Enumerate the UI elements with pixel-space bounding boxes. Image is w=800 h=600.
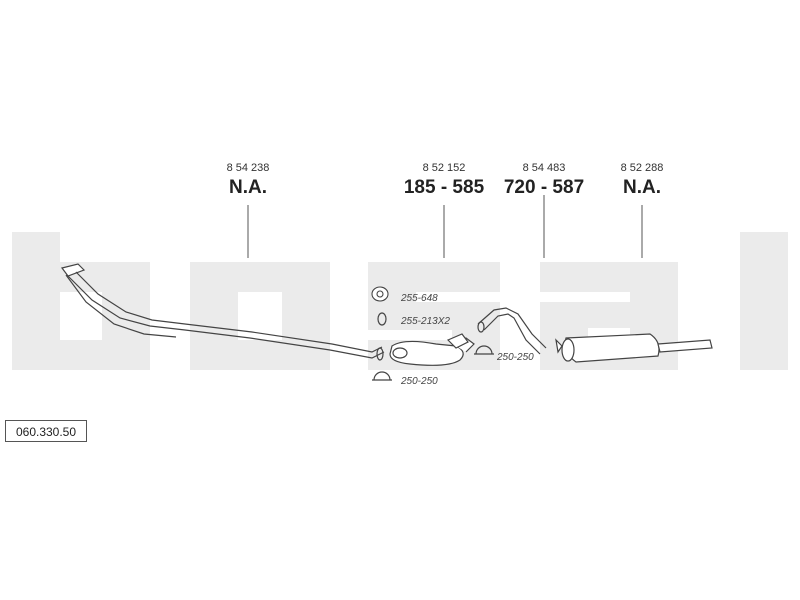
gasket-icon xyxy=(371,286,389,302)
callout-ref-4: 8 52 288 xyxy=(621,162,664,174)
callout-ref-2: 8 52 152 xyxy=(423,162,466,174)
catalog-number: 060.330.50 xyxy=(5,420,87,442)
part-label-250-250-lower: 250-250 xyxy=(400,376,438,387)
leader-lines xyxy=(247,195,643,258)
clamp-icon-right xyxy=(474,345,494,355)
clamp-icon-lower xyxy=(372,371,392,381)
part-label-255-648: 255-648 xyxy=(400,293,438,304)
callout-ref-3: 8 54 483 xyxy=(523,162,566,174)
intermediate-pipe xyxy=(477,307,547,355)
part-label-250-250-right: 250-250 xyxy=(496,352,534,363)
centre-silencer xyxy=(389,333,475,366)
callout-ref-1: 8 54 238 xyxy=(227,162,270,174)
callout-value-4: N.A. xyxy=(623,177,661,198)
callout-value-1: N.A. xyxy=(229,177,267,198)
callout-value-3: 720 - 587 xyxy=(504,177,584,198)
front-pipe xyxy=(60,263,385,361)
rear-silencer xyxy=(555,333,713,363)
part-label-255-213x2: 255-213X2 xyxy=(400,316,450,327)
seal-ring-icon xyxy=(377,312,387,326)
callout-value-2: 185 - 585 xyxy=(404,177,485,198)
